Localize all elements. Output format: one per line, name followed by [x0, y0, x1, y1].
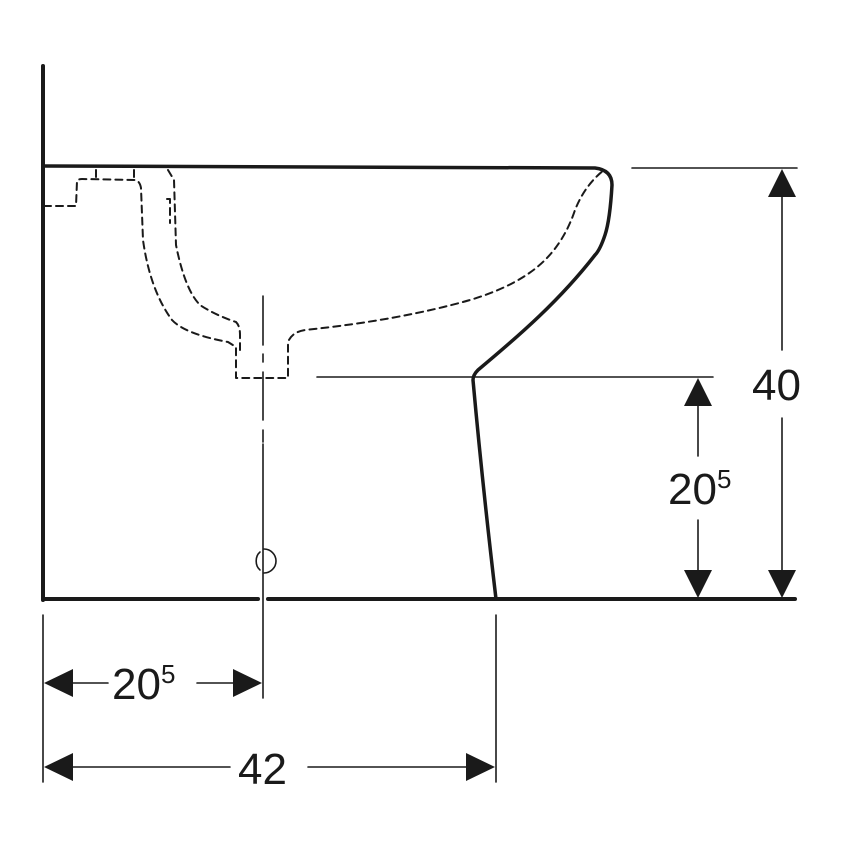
arrow-right-icon — [466, 753, 495, 781]
toilet-outline — [41, 164, 614, 601]
drain-center-circle-icon — [255, 548, 277, 574]
arrow-left-icon — [44, 753, 73, 781]
arrow-left-icon — [44, 669, 73, 697]
height-40-label: 40 — [752, 361, 801, 410]
arrow-up-icon — [768, 169, 796, 197]
arrow-up-icon — [684, 378, 712, 406]
height-205-label: 205 — [668, 464, 731, 514]
width-42-label: 42 — [238, 745, 287, 794]
arrow-right-icon — [233, 669, 262, 697]
hidden-trap-and-bowl — [43, 169, 605, 379]
arrow-down-icon — [768, 570, 796, 598]
arrow-down-icon — [684, 570, 712, 598]
width-205-label: 205 — [112, 659, 175, 709]
